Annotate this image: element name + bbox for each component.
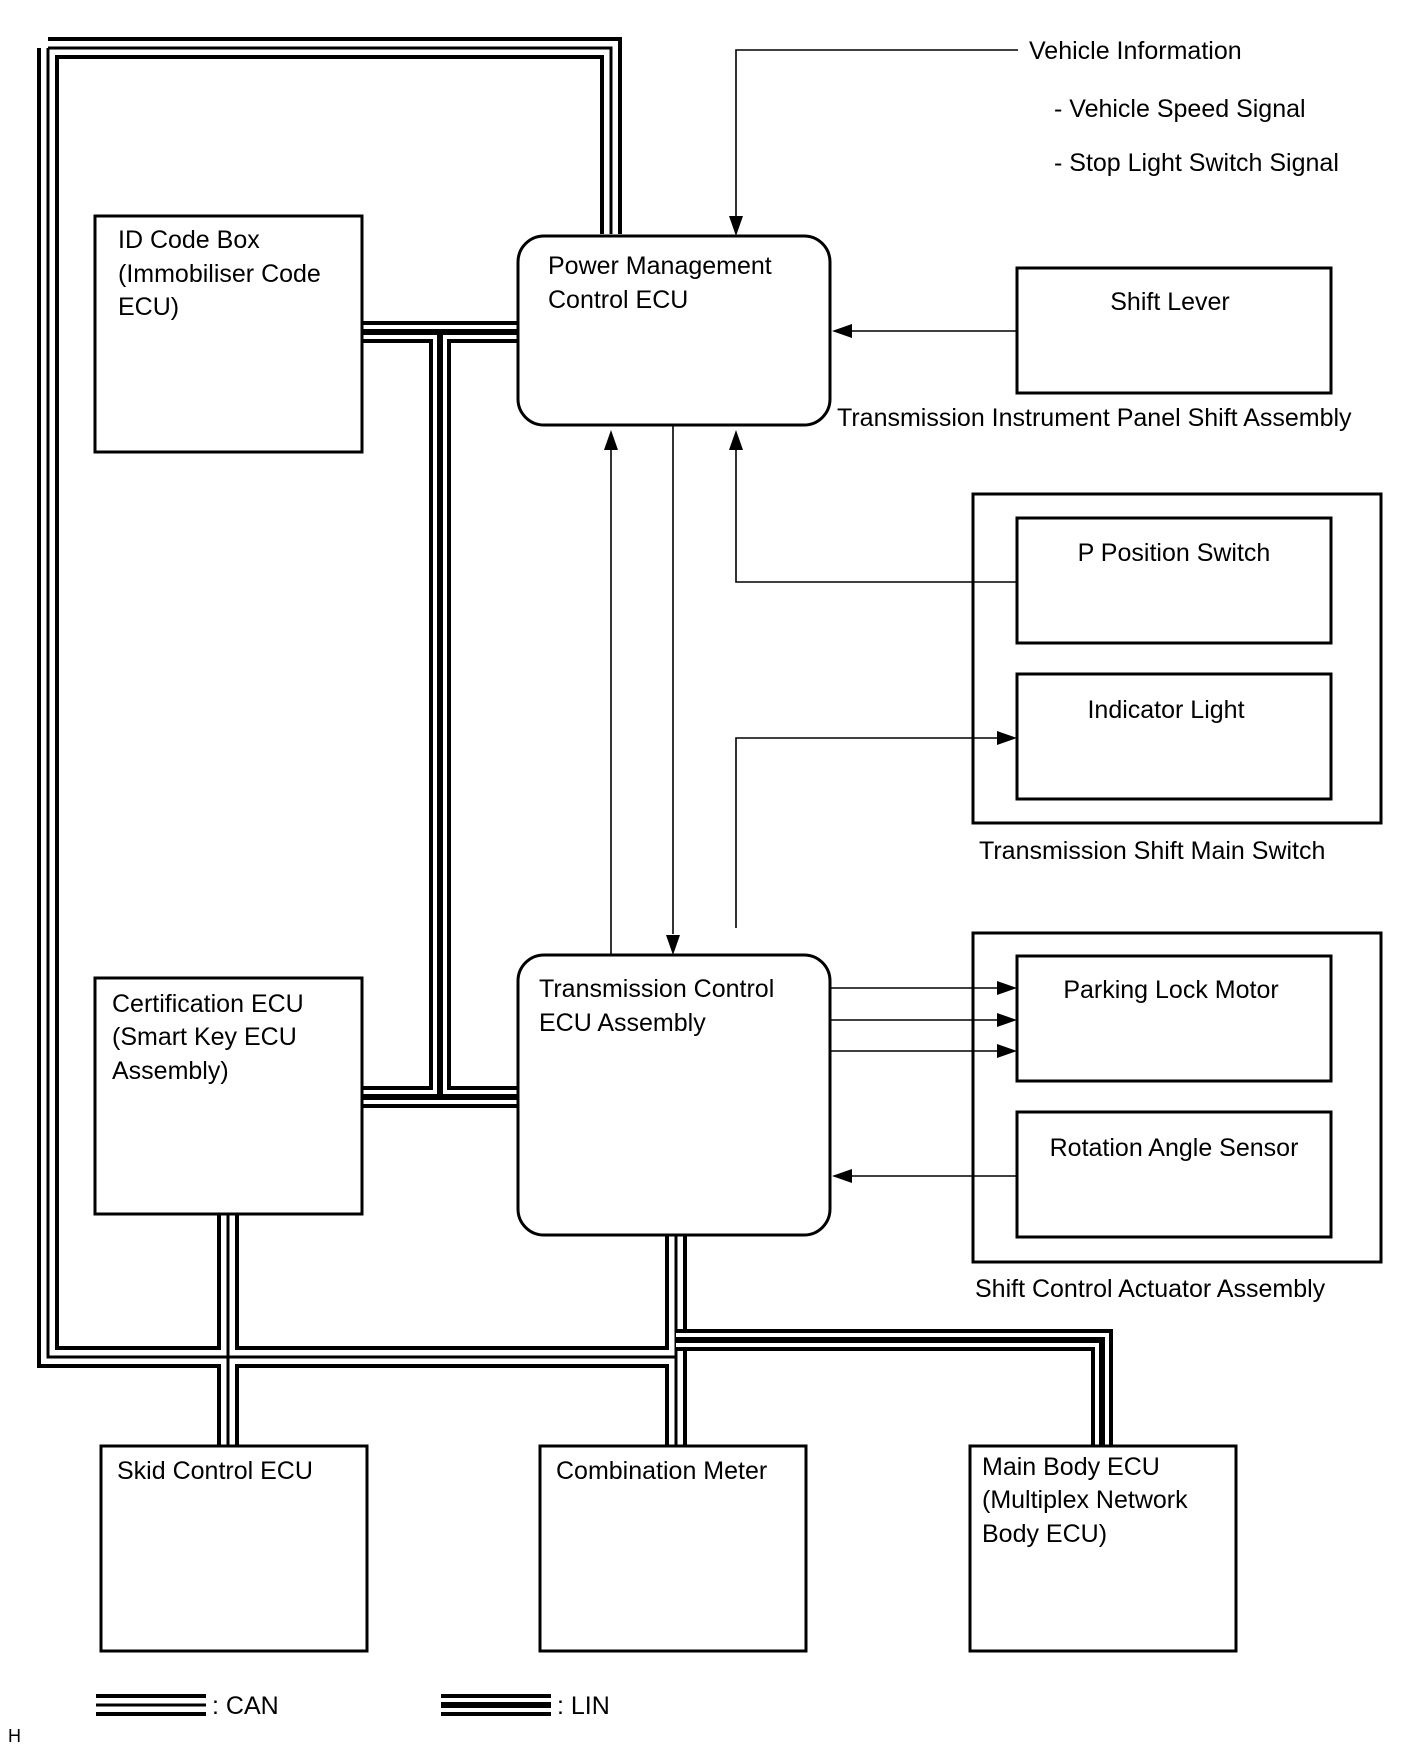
rotation-angle-sensor-box: Rotation Angle Sensor: [1015, 1110, 1333, 1239]
main-body-ecu-line-1: Main Body ECU: [982, 1453, 1160, 1481]
parking-lock-motor-box: Parking Lock Motor: [1015, 954, 1333, 1083]
arrow-down-to-transmission-ecu: [666, 935, 680, 955]
main-body-ecu-line-3: Body ECU): [982, 1520, 1107, 1548]
main-body-ecu-line-2: (Multiplex Network: [982, 1486, 1188, 1514]
p-position-switch-box: P Position Switch: [1015, 516, 1333, 645]
shift-main-switch-label: Transmission Shift Main Switch: [979, 837, 1325, 865]
power-management-control-ecu: Power Management Control ECU: [516, 234, 832, 427]
certification-ecu-line-3: Assembly): [112, 1057, 229, 1085]
arrow-right-motor-2: [997, 1013, 1017, 1027]
transmission-control-line-2: ECU Assembly: [539, 1009, 706, 1037]
parking-lock-motor-label: Parking Lock Motor: [1063, 976, 1278, 1004]
legend-lin-label: : LIN: [557, 1692, 610, 1720]
indicator-light-box: Indicator Light: [1015, 672, 1333, 801]
certification-ecu-line-1: Certification ECU: [112, 990, 304, 1018]
actuator-assembly-label: Shift Control Actuator Assembly: [975, 1275, 1326, 1303]
transmission-control-line-1: Transmission Control: [539, 975, 774, 1003]
vehicle-speed-signal: - Vehicle Speed Signal: [1054, 95, 1306, 123]
rotation-angle-sensor-label: Rotation Angle Sensor: [1050, 1134, 1299, 1162]
arrow-left-rotation-sensor: [832, 1169, 852, 1183]
id-code-box-line-2: (Immobiliser Code: [118, 260, 321, 288]
id-code-box-line-1: ID Code Box: [118, 226, 260, 254]
skid-control-ecu: Skid Control ECU: [99, 1444, 369, 1653]
arrowheads: [604, 216, 1017, 1183]
transmission-control-ecu: Transmission Control ECU Assembly: [516, 953, 832, 1237]
combination-meter: Combination Meter: [538, 1444, 808, 1653]
power-management-line-2: Control ECU: [548, 286, 688, 314]
arrow-right-indicator: [997, 731, 1017, 745]
legend: : CAN : LIN: [96, 1692, 610, 1720]
shift-lever-label: Shift Lever: [1110, 288, 1230, 316]
id-code-box-line-3: ECU): [118, 293, 179, 321]
p-position-switch-label: P Position Switch: [1078, 539, 1271, 567]
signal-lines: [610, 49, 1018, 1177]
skid-control-label: Skid Control ECU: [117, 1457, 313, 1485]
shift-lever-box: Shift Lever: [1015, 266, 1333, 395]
power-management-line-1: Power Management: [548, 252, 772, 280]
arrow-up-p-position: [729, 430, 743, 450]
vehicle-information: Vehicle Information - Vehicle Speed Sign…: [1029, 37, 1339, 177]
arrow-down-vehicle-info: [729, 216, 743, 236]
arrow-left-shift-lever: [832, 324, 852, 338]
certification-ecu: Certification ECU (Smart Key ECU Assembl…: [93, 976, 364, 1216]
shift-assembly-label: Transmission Instrument Panel Shift Asse…: [837, 404, 1352, 432]
indicator-light-label: Indicator Light: [1087, 696, 1244, 724]
certification-ecu-line-2: (Smart Key ECU: [112, 1023, 297, 1051]
corner-mark: H: [8, 1726, 21, 1746]
id-code-box: ID Code Box (Immobiliser Code ECU): [93, 214, 364, 454]
arrow-up-to-power-ecu: [604, 430, 618, 450]
legend-can-label: : CAN: [212, 1692, 279, 1720]
arrow-right-motor-3: [997, 1044, 1017, 1058]
arrow-right-motor-1: [997, 981, 1017, 995]
main-body-ecu: Main Body ECU (Multiplex Network Body EC…: [968, 1444, 1238, 1653]
lin-bus: [362, 321, 1113, 1446]
combination-meter-label: Combination Meter: [556, 1457, 767, 1485]
vehicle-information-title: Vehicle Information: [1029, 37, 1242, 65]
stop-light-switch-signal: - Stop Light Switch Signal: [1054, 149, 1339, 177]
